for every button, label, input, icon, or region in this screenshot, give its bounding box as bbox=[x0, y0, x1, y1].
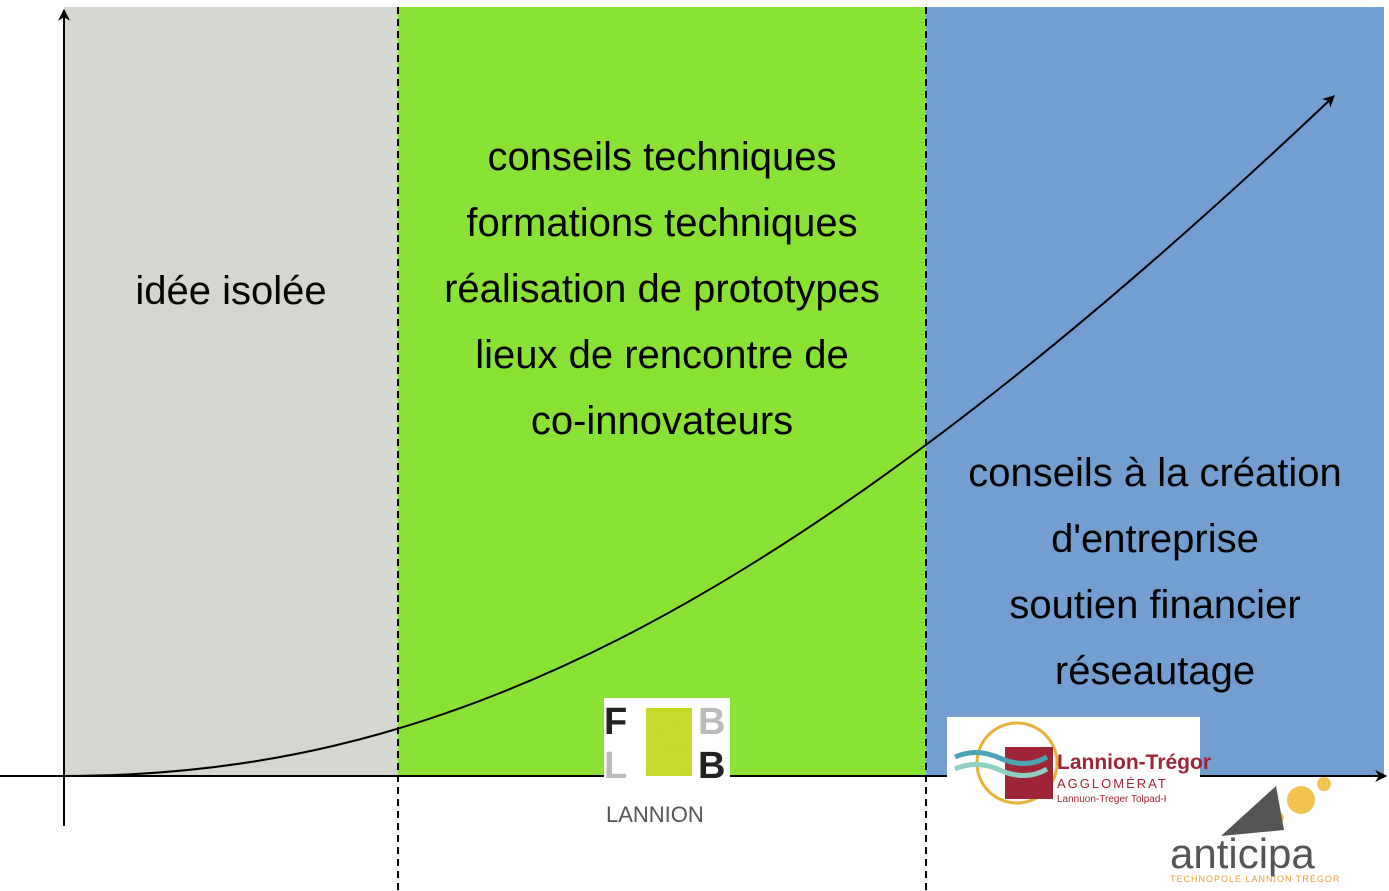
anticipa-name: anticipa bbox=[1170, 830, 1315, 877]
fablab-letter-b-top: B bbox=[698, 701, 725, 743]
lannion-tregor-subtitle: AGGLOMÉRATION bbox=[1057, 776, 1197, 791]
lannion-tregor-tagline: Lannuon-Treger Tolpad-Kêrioù bbox=[1057, 794, 1193, 805]
zone-isolated-text: idée isolée bbox=[64, 258, 398, 324]
lannion-tregor-logo: Lannion-Trégor AGGLOMÉRATION Lannuon-Tre… bbox=[947, 717, 1211, 807]
zone-fablab-text: conseils techniques formations technique… bbox=[398, 124, 926, 454]
zone-fablab-background bbox=[398, 7, 926, 776]
zone-support-line: soutien financier bbox=[1009, 583, 1301, 627]
zone-isolated-background bbox=[64, 7, 398, 776]
fablab-logo: F A B L A B LANNION bbox=[604, 698, 730, 827]
zone-support-line: réseautage bbox=[1054, 649, 1256, 693]
anticipa-tagline: TECHNOPOLE LANNION TRÉGOR bbox=[1170, 874, 1340, 884]
fablab-letter-l: L bbox=[604, 745, 627, 787]
zone-support-background bbox=[926, 7, 1384, 776]
zone-isolated-line: idée isolée bbox=[135, 269, 327, 313]
fablab-caption: LANNION bbox=[606, 802, 704, 827]
zone-fablab-line: conseils techniques bbox=[487, 135, 837, 179]
zone-fablab-line: formations techniques bbox=[466, 201, 858, 245]
fablab-letter-a: A bbox=[644, 709, 695, 787]
fablab-letter-f: F bbox=[604, 701, 627, 743]
fablab-letter-b-bottom: B bbox=[698, 745, 725, 787]
zone-fablab-line: réalisation de prototypes bbox=[444, 267, 880, 311]
lannion-tregor-title: Lannion-Trégor bbox=[1057, 751, 1211, 774]
zone-support-line: conseils à la création bbox=[968, 451, 1342, 495]
growth-curve bbox=[63, 95, 1335, 777]
anticipa-logo: anticipa TECHNOPOLE LANNION TRÉGOR bbox=[1166, 777, 1351, 891]
zone-fablab-line: lieux de rencontre de bbox=[475, 333, 849, 377]
zone-fablab-line: co-innovateurs bbox=[530, 399, 794, 443]
zone-support-text: conseils à la création d'entreprise sout… bbox=[926, 440, 1384, 704]
zone-support-line: d'entreprise bbox=[1051, 517, 1259, 561]
